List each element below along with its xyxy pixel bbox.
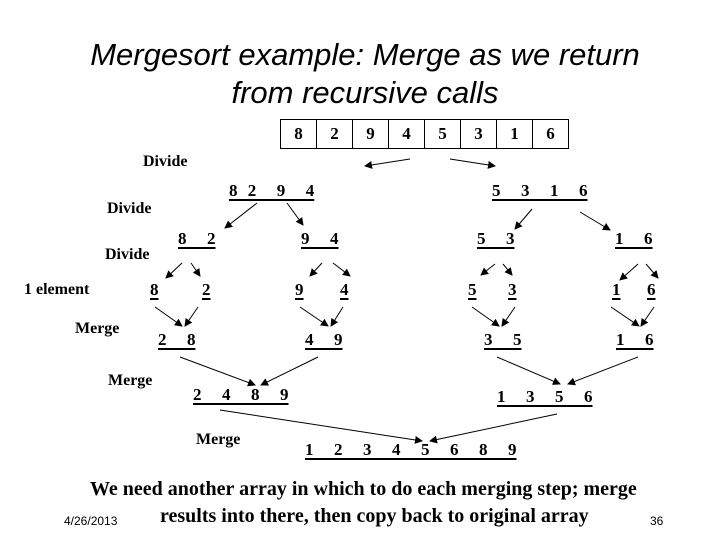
arrow bbox=[332, 262, 351, 277]
array-cell: 8 bbox=[281, 120, 317, 148]
step-label-merge: Merge bbox=[196, 431, 241, 448]
arrow bbox=[619, 263, 639, 281]
step-label-one-element: 1 element bbox=[24, 281, 90, 298]
node-merged-quad-right: 1 3 5 6 bbox=[497, 387, 593, 406]
node-single: 3 bbox=[508, 280, 517, 299]
array-cell: 2 bbox=[317, 120, 353, 148]
node-level2: 1 6 bbox=[615, 229, 653, 248]
node-merged-pair: 3 5 bbox=[484, 330, 522, 349]
node-merged-pair: 1 6 bbox=[616, 330, 654, 349]
arrow bbox=[299, 306, 329, 327]
slide-title-line1: Mergesort example: Merge as we return bbox=[90, 37, 640, 72]
arrow bbox=[449, 158, 496, 169]
arrow bbox=[610, 306, 640, 327]
arrow bbox=[567, 356, 639, 386]
arrow bbox=[165, 262, 183, 279]
slide-title-line2: from recursive calls bbox=[231, 75, 499, 110]
arrow bbox=[502, 263, 513, 276]
arrow bbox=[640, 306, 655, 327]
node-level1-left: 8 2 9 4 bbox=[229, 181, 315, 200]
arrow bbox=[154, 306, 183, 327]
arrow bbox=[496, 356, 561, 385]
node-level2: 9 4 bbox=[301, 229, 339, 248]
arrow bbox=[260, 356, 319, 386]
arrow bbox=[330, 306, 344, 327]
node-single: 5 bbox=[468, 280, 477, 299]
node-level2: 8 2 bbox=[178, 229, 216, 248]
node-single: 1 bbox=[612, 280, 621, 299]
arrow bbox=[645, 263, 659, 279]
step-label-merge: Merge bbox=[108, 372, 153, 389]
step-label-divide: Divide bbox=[143, 153, 188, 170]
node-merged-pair: 4 9 bbox=[305, 330, 343, 349]
array-cell: 9 bbox=[353, 120, 389, 148]
arrow bbox=[286, 202, 304, 226]
note-line1: We need another array in which to do eac… bbox=[90, 478, 637, 500]
array-cell: 1 bbox=[497, 120, 533, 148]
arrow bbox=[429, 413, 558, 444]
arrow bbox=[471, 306, 500, 327]
node-final-sorted: 1 2 3 4 5 6 8 9 bbox=[305, 440, 517, 459]
arrow bbox=[190, 262, 201, 277]
node-level2: 5 3 bbox=[477, 229, 515, 248]
arrow bbox=[514, 208, 533, 230]
arrow bbox=[364, 158, 411, 169]
node-level1-right: 5 3 1 6 bbox=[492, 181, 588, 200]
step-label-divide: Divide bbox=[105, 246, 150, 263]
node-single: 4 bbox=[340, 280, 349, 299]
array-cell: 3 bbox=[461, 120, 497, 148]
arrow bbox=[501, 306, 516, 327]
note-line2: results into there, then copy back to or… bbox=[160, 505, 589, 527]
array-cell: 6 bbox=[546, 124, 555, 143]
footer-page-number: 36 bbox=[650, 514, 664, 528]
node-single: 8 bbox=[150, 280, 159, 299]
array-cell: 5 bbox=[425, 120, 461, 148]
input-array: 8 2 9 4 5 3 1 6 bbox=[280, 119, 569, 149]
step-label-merge: Merge bbox=[75, 320, 120, 337]
node-single: 9 bbox=[295, 280, 304, 299]
arrow bbox=[219, 409, 423, 444]
arrow bbox=[184, 306, 199, 327]
node-merged-pair: 2 8 bbox=[158, 330, 196, 349]
step-label-divide: Divide bbox=[107, 200, 152, 217]
node-single: 2 bbox=[202, 280, 211, 299]
array-cell: 4 bbox=[389, 120, 425, 148]
footer-date: 4/26/2013 bbox=[64, 514, 118, 528]
arrow bbox=[224, 202, 258, 229]
arrow bbox=[480, 263, 496, 276]
arrow bbox=[579, 211, 611, 231]
arrow bbox=[309, 262, 323, 277]
node-merged-quad-left: 2 4 8 9 bbox=[193, 385, 289, 404]
node-single: 6 bbox=[647, 280, 656, 299]
arrow bbox=[179, 356, 256, 387]
